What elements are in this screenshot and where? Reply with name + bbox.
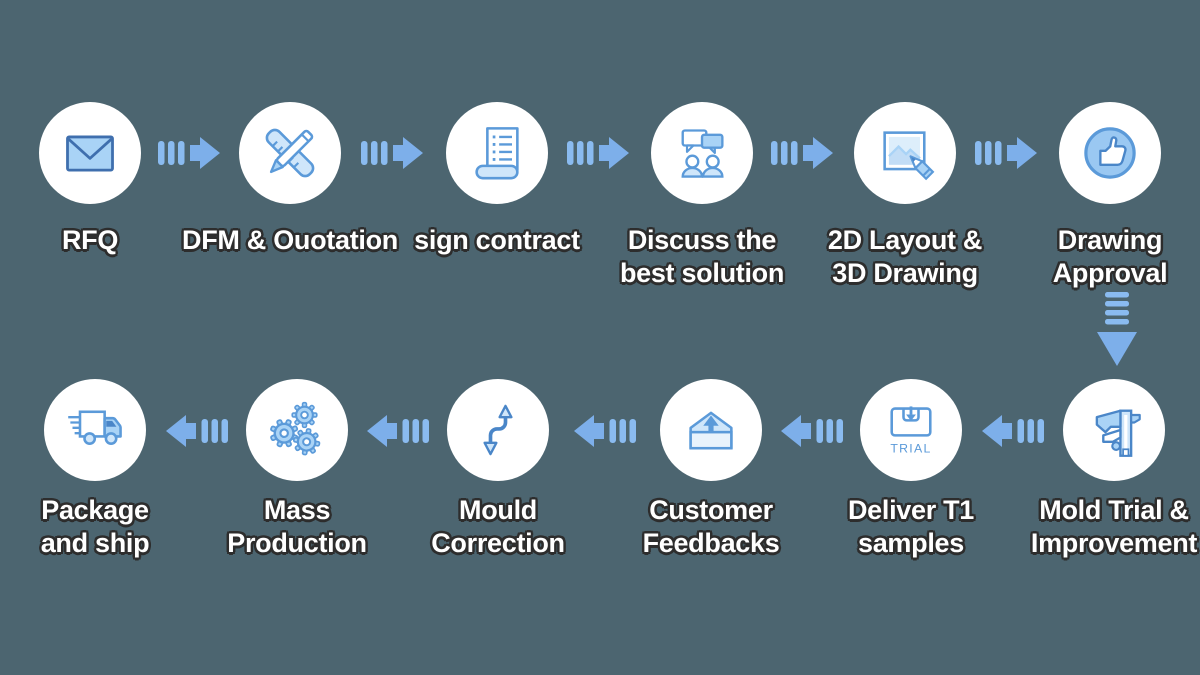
step-circle xyxy=(660,379,762,481)
step-package-ship: Package and ship xyxy=(0,379,205,560)
step-dfm-quotation: DFM & Ouotation xyxy=(180,102,400,257)
step-label: Customer Feedbacks xyxy=(642,495,780,558)
step-circle xyxy=(239,102,341,204)
step-circle xyxy=(651,102,753,204)
step-sign-contract: sign contract xyxy=(387,102,607,257)
step-circle xyxy=(446,102,548,204)
flow-arrow-right-icon xyxy=(361,137,423,169)
step-label: RFQ xyxy=(61,225,119,255)
delivery-truck-icon xyxy=(68,410,122,446)
step-label: sign contract xyxy=(414,225,580,255)
step-2d-3d-drawing: 2D Layout & 3D Drawing xyxy=(795,102,1015,290)
step-label: Mass Production xyxy=(227,495,367,558)
step-circle xyxy=(39,102,141,204)
step-label: Mould Correction xyxy=(431,495,565,558)
step-mass-production: Mass Production xyxy=(187,379,407,560)
flow-arrow-right-icon xyxy=(158,137,220,169)
flow-arrow-left-icon xyxy=(574,415,636,447)
step-circle xyxy=(246,379,348,481)
trial-text: TRIAL xyxy=(890,442,931,456)
envelope-icon xyxy=(66,135,114,172)
step-circle xyxy=(854,102,956,204)
step-circle xyxy=(1063,379,1165,481)
discussion-people-icon xyxy=(681,129,724,178)
caliper-icon xyxy=(1095,409,1141,457)
step-customer-feedbacks: Customer Feedbacks xyxy=(601,379,821,560)
step-label: 2D Layout & 3D Drawing xyxy=(827,225,983,288)
flow-arrow-left-icon xyxy=(367,415,429,447)
flow-arrow-right-icon xyxy=(975,137,1037,169)
step-deliver-t1-samples: TRIAL Deliver T1 samples xyxy=(801,379,1021,560)
step-circle xyxy=(44,379,146,481)
step-label: Discuss the best solution xyxy=(619,225,785,288)
flow-arrow-left-icon xyxy=(166,415,228,447)
layout-drawing-icon xyxy=(883,131,935,181)
trial-box-icon: TRIAL xyxy=(890,406,932,456)
gears-icon xyxy=(267,401,323,458)
ruler-pencil-icon xyxy=(265,128,315,178)
step-drawing-approval: Drawing Approval xyxy=(1000,102,1200,290)
feedback-envelope-icon xyxy=(689,411,733,450)
flow-arrow-left-icon xyxy=(982,415,1044,447)
step-label: Package and ship xyxy=(40,495,150,558)
flow-arrow-left-icon xyxy=(781,415,843,447)
step-label: DFM & Ouotation xyxy=(182,225,398,255)
flow-arrow-right-icon xyxy=(567,137,629,169)
thumbs-up-icon xyxy=(1084,127,1136,179)
step-discuss-solution: Discuss the best solution xyxy=(592,102,812,290)
step-circle xyxy=(1059,102,1161,204)
step-label: Mold Trial & Improvement xyxy=(1030,495,1198,558)
flow-arrow-right-icon xyxy=(771,137,833,169)
step-label: Drawing Approval xyxy=(1052,225,1168,288)
step-rfq: RFQ xyxy=(0,102,200,257)
flow-arrow-down-icon xyxy=(1097,292,1137,366)
contract-scroll-icon xyxy=(475,127,519,180)
step-mould-correction: Mould Correction xyxy=(388,379,608,560)
step-circle: TRIAL xyxy=(860,379,962,481)
correction-arrows-icon xyxy=(483,404,513,456)
step-label: Deliver T1 samples xyxy=(847,495,975,558)
step-circle xyxy=(447,379,549,481)
step-mold-trial-improvement: Mold Trial & Improvement xyxy=(1004,379,1200,560)
